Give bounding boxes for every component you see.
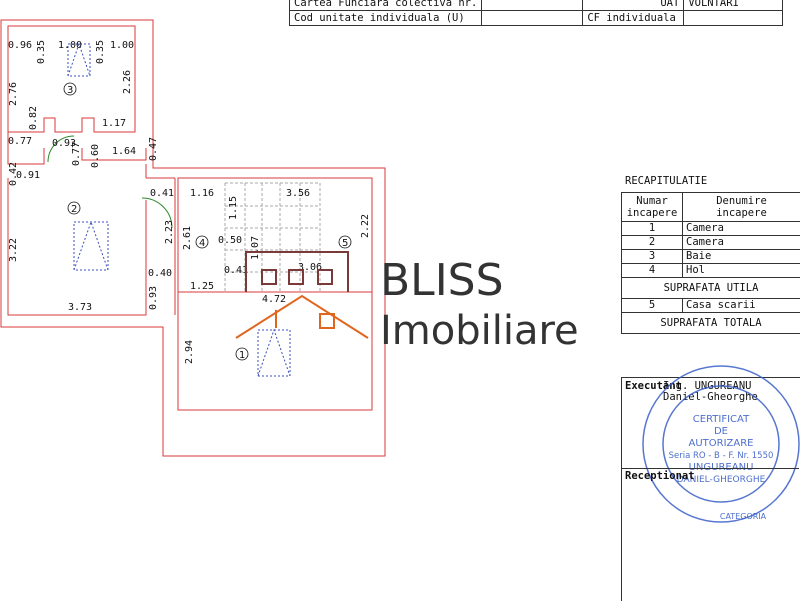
receptionat-divider [621, 468, 799, 469]
header-uat-value: VOLNTARI [684, 0, 783, 11]
header-cf-individual-label: CF individuala [583, 11, 684, 26]
room-number-3: 3 [64, 83, 76, 96]
receptionat-label: Receptionat [625, 470, 695, 482]
dim-label: 0.77 [71, 142, 82, 166]
svg-text:Seria RO - B - F. Nr. 1550: Seria RO - B - F. Nr. 1550 [669, 451, 774, 461]
dim-label: 1.16 [190, 188, 214, 199]
room-number-4: 4 [196, 236, 208, 249]
dim-label: 2.23 [164, 220, 175, 244]
logo-imobiliare-text: Imobiliare [380, 308, 579, 354]
dim-label: 0.35 [36, 40, 47, 64]
total-area-label: SUPRAFATA TOTALA [622, 313, 800, 334]
dim-label: 1.00 [58, 40, 82, 51]
dim-label: 0.77 [8, 136, 32, 147]
dim-label: 1.00 [110, 40, 134, 51]
dim-label: 2.26 [122, 70, 133, 94]
dim-label: 0.50 [218, 235, 242, 246]
dim-label: 1.07 [250, 236, 261, 260]
header-unit-code-label: Cod unitate individuala (U) [290, 11, 482, 26]
dim-label: 0.82 [28, 106, 39, 130]
room-number-5: 5 [339, 236, 351, 249]
svg-text:2: 2 [71, 204, 77, 215]
dim-label: 2.61 [182, 226, 193, 250]
dim-label: 0.47 [148, 137, 159, 161]
cadastral-header-table: Cartea Funciara colectiva nr. UAT VOLNTA… [289, 0, 783, 26]
header-uat-label: UAT [583, 0, 684, 11]
dim-label: 1.17 [102, 118, 126, 129]
dim-label: 3.22 [8, 238, 19, 262]
header-cf-label: Cartea Funciara colectiva nr. [290, 0, 482, 11]
logo-bliss-text: BLISS [380, 255, 504, 306]
dim-label: 0.35 [95, 40, 106, 64]
recap-title: RECAPITULATIE [625, 175, 707, 187]
svg-text:5: 5 [342, 238, 348, 249]
dim-label: 0.96 [8, 40, 32, 51]
dim-label: 2.76 [8, 82, 19, 106]
room-number-2: 2 [68, 202, 80, 215]
floor-plan: 0.96 0.35 1.00 0.35 1.00 2.76 2.26 0.82 … [0, 0, 620, 600]
dim-label: 1.64 [112, 146, 136, 157]
windows [68, 44, 290, 376]
room-number-1: 1 [236, 348, 248, 361]
dim-label: 3.73 [68, 302, 92, 313]
dim-label: 0.60 [90, 144, 101, 168]
svg-text:CATEGORIA: CATEGORIA [720, 512, 767, 521]
dim-label: 0.40 [148, 268, 172, 279]
svg-text:CERTIFICAT: CERTIFICAT [693, 414, 750, 425]
dim-label: 1.25 [190, 281, 214, 292]
svg-text:DE: DE [714, 426, 728, 437]
dim-label: 1.15 [228, 196, 239, 220]
dim-label: 0.91 [16, 170, 40, 181]
dim-label: 4.72 [262, 294, 286, 305]
svg-text:4: 4 [199, 238, 205, 249]
dim-label: 0.93 [148, 286, 159, 310]
outer-wall [1, 20, 385, 456]
dim-label: 2.94 [184, 340, 195, 364]
dim-label: 3.56 [286, 188, 310, 199]
svg-text:3: 3 [67, 85, 73, 96]
dim-label: 2.22 [360, 214, 371, 238]
dim-label: 0.41 [150, 188, 174, 199]
useful-area-label: SUPRAFATA UTILA [622, 278, 800, 299]
dim-label: 0.41 [224, 265, 248, 276]
svg-text:1: 1 [239, 350, 245, 361]
authorization-stamp: CERTIFICAT DE AUTORIZARE Seria RO - B - … [621, 362, 800, 532]
svg-text:AUTORIZARE: AUTORIZARE [689, 438, 754, 449]
